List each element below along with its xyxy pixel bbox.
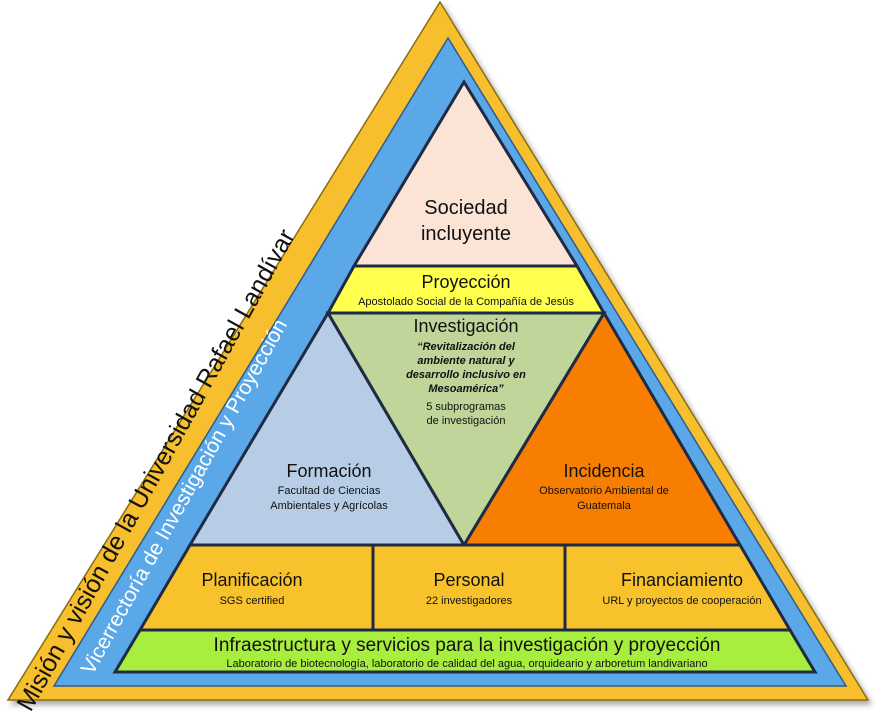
sociedad-line1: Sociedad bbox=[424, 197, 507, 219]
proyeccion-subtitle: Apostolado Social de la Compañía de Jesú… bbox=[358, 296, 574, 308]
investigacion-quote-1: “Revitalización del bbox=[417, 341, 516, 353]
incidencia-title: Incidencia bbox=[563, 461, 645, 481]
formacion-title: Formación bbox=[286, 461, 371, 481]
investigacion-quote-3: desarrollo inclusivo en bbox=[406, 369, 526, 381]
financiamiento-title: Financiamiento bbox=[621, 570, 743, 590]
formacion-line-1: Facultad de Ciencias bbox=[278, 485, 381, 497]
planificacion-subtitle: SGS certified bbox=[220, 595, 285, 607]
formacion-line-2: Ambientales y Agrícolas bbox=[270, 500, 388, 512]
personal-subtitle: 22 investigadores bbox=[426, 595, 513, 607]
planificacion-title: Planificación bbox=[201, 570, 302, 590]
sociedad-line2: incluyente bbox=[421, 223, 511, 245]
investigacion-quote-4: Mesoamérica” bbox=[428, 383, 504, 395]
investigacion-detail-1: 5 subprogramas bbox=[426, 401, 506, 413]
infraestructura-band bbox=[112, 628, 818, 674]
proyeccion-title: Proyección bbox=[421, 272, 510, 292]
infraestructura-title: Infraestructura y servicios para la inve… bbox=[214, 635, 721, 656]
investigacion-section bbox=[325, 311, 607, 548]
investigacion-quote-2: ambiente natural y bbox=[417, 355, 515, 367]
incidencia-line-2: Guatemala bbox=[577, 500, 632, 512]
investigacion-title: Investigación bbox=[413, 316, 518, 336]
personal-title: Personal bbox=[433, 570, 504, 590]
investigacion-detail-2: de investigación bbox=[427, 415, 506, 427]
incidencia-line-1: Observatorio Ambiental de bbox=[539, 485, 669, 497]
infraestructura-subtitle: Laboratorio de biotecnología, laboratori… bbox=[226, 658, 707, 670]
financiamiento-subtitle: URL y proyectos de cooperación bbox=[602, 595, 761, 607]
